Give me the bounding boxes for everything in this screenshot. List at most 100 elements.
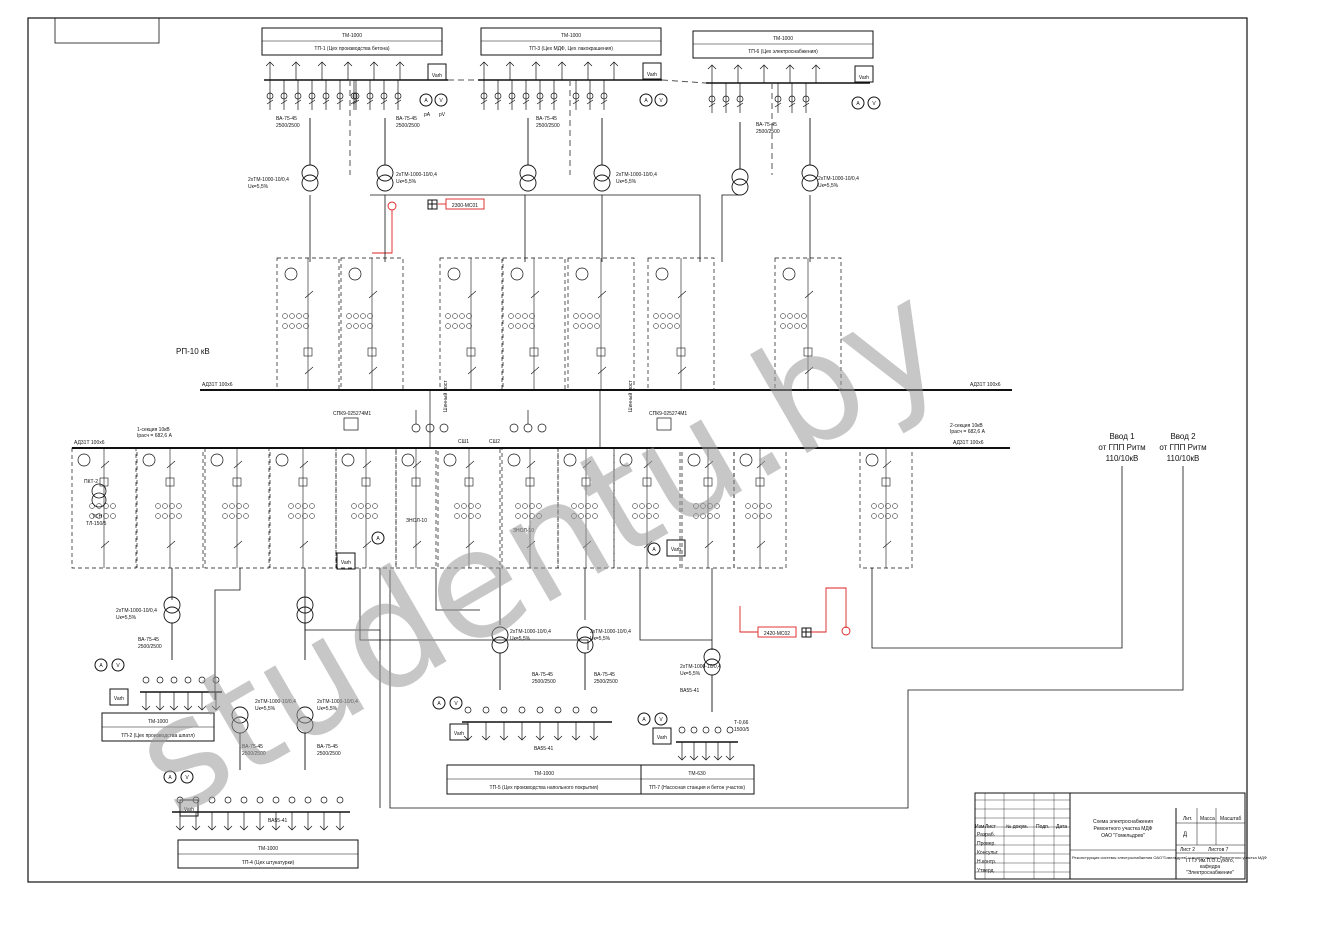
switch-blade xyxy=(308,99,316,105)
bvarh-1: Varh xyxy=(114,696,124,702)
ct-symbol xyxy=(459,323,465,329)
ct-symbol xyxy=(475,513,481,519)
feeder-arrow xyxy=(303,825,313,831)
substation-label-tp3: ТМ-1000 ТП-3 (Цех МДФ, Цех лакокрашения) xyxy=(480,27,662,56)
disconnector-blade xyxy=(304,290,314,299)
switch-contact xyxy=(366,92,374,100)
tp3-type: ТМ-1000 xyxy=(561,33,581,39)
transformer-label: 2хТМ-1000-10/0,4 xyxy=(248,177,289,183)
ct-symbol xyxy=(653,503,659,509)
ct-symbol xyxy=(587,313,593,319)
ct-symbol xyxy=(878,503,884,509)
disconnector-blade xyxy=(597,366,607,375)
feeder-arrow xyxy=(175,825,185,831)
ct-symbol xyxy=(667,323,673,329)
red-tag-bottom: 2420-МС02 xyxy=(739,587,851,638)
ct-symbol xyxy=(759,513,765,519)
switch-contact xyxy=(708,95,716,103)
vv-breaker xyxy=(803,347,813,357)
znol-label-2: ЗНОЛ-10 xyxy=(513,528,534,534)
transformer-winding xyxy=(301,174,319,192)
tp1-name: ТП-1 (Цех производства бетона) xyxy=(314,46,389,52)
switch-contact xyxy=(256,796,264,804)
disconnector-blade xyxy=(362,460,372,469)
ct-symbol xyxy=(536,513,542,519)
ct-symbol xyxy=(309,503,315,509)
middle-equipment xyxy=(343,390,672,448)
ct-symbol xyxy=(759,503,765,509)
switch-contact xyxy=(156,676,164,684)
ctp-label-2: СПК9-025274М1 xyxy=(649,411,687,417)
b-breaker-rating-1: 2500/2500 xyxy=(138,644,162,650)
feeder-arrow xyxy=(517,735,527,741)
b-transformer-label-4: 2хТМ-1000-10/0,4 xyxy=(255,699,296,705)
title-block: Изм. Лист № докум. Подп. Дата Разраб. Пр… xyxy=(974,792,1267,880)
disconnector-blade xyxy=(368,366,378,375)
switch-blade xyxy=(508,99,516,105)
tp5-name: ТП-5 (Цех производства напольного покрыт… xyxy=(490,785,599,791)
ct-symbol xyxy=(289,313,295,319)
ct-symbol xyxy=(674,323,680,329)
ct-symbol xyxy=(515,323,521,329)
tb-sheet: Лист 2 xyxy=(1180,847,1195,853)
switch-contact xyxy=(294,92,302,100)
feeder-arrow xyxy=(733,64,743,70)
vv-breaker xyxy=(303,347,313,357)
breaker-rating-3: 2500/2500 xyxy=(536,123,560,129)
disconnector-blade xyxy=(465,460,475,469)
ct-symbol xyxy=(282,313,288,319)
switch-contact xyxy=(224,796,232,804)
ct-symbol xyxy=(578,513,584,519)
ct-symbol xyxy=(646,503,652,509)
switch-contact xyxy=(208,796,216,804)
bottom-transformer-labels: 2хТМ-1000-10/0,4 Uк=5,5% ВА-75-45 2500/2… xyxy=(116,608,750,824)
feeder-arrow xyxy=(499,735,509,741)
bottom-feeders xyxy=(141,676,735,831)
disconnector-blade xyxy=(299,540,309,549)
bvarh-5: Varh xyxy=(341,560,351,566)
ct-symbol xyxy=(229,503,235,509)
ct-symbol xyxy=(303,323,309,329)
switch-contact xyxy=(352,92,360,100)
vv-breaker xyxy=(298,477,308,487)
ct-symbol xyxy=(892,503,898,509)
rp-cell-lower xyxy=(395,447,437,569)
ct-symbol xyxy=(302,513,308,519)
feeder-arrow xyxy=(531,61,541,67)
transformer-uk: Uк=5,5% xyxy=(248,184,269,190)
tp7-name: ТП-7 (Насосная станция и бетон участок) xyxy=(649,785,745,791)
disconnector-blade xyxy=(304,366,314,375)
ct-symbol xyxy=(360,313,366,319)
disconnector-blade xyxy=(465,540,475,549)
switch-contact xyxy=(508,92,516,100)
switch-contact xyxy=(788,95,796,103)
b-bus-breaker: ВА55-41 xyxy=(680,688,700,694)
ct-symbol xyxy=(515,513,521,519)
ct-symbol xyxy=(162,503,168,509)
switch-contact xyxy=(518,706,526,714)
ct-symbol xyxy=(454,503,460,509)
vv-breaker xyxy=(525,477,535,487)
sh1-label: СШ1 xyxy=(458,439,469,445)
bmeter-amp-5: A xyxy=(376,536,380,542)
rp-cell-number-circle xyxy=(655,267,669,281)
vv-breaker xyxy=(596,347,606,357)
tb-org2: кафедра xyxy=(1200,864,1221,870)
transformer-winding xyxy=(593,174,611,192)
vv-breaker xyxy=(367,347,377,357)
ct-symbol xyxy=(302,503,308,509)
ct-symbol xyxy=(639,513,645,519)
switch-contact xyxy=(678,726,686,734)
disconnector-blade xyxy=(166,540,176,549)
switch-contact xyxy=(198,676,206,684)
top-cable-runs xyxy=(309,194,811,262)
ct-symbol xyxy=(346,323,352,329)
ct-symbol xyxy=(295,503,301,509)
section2-load: Iрасч = 682,6 А xyxy=(950,429,986,435)
vv-breaker xyxy=(466,347,476,357)
switch-blade xyxy=(494,99,502,105)
transformer-winding xyxy=(801,174,819,192)
disconnector-blade xyxy=(233,540,243,549)
bottom-transformers xyxy=(163,596,721,770)
feeder-arrow xyxy=(211,705,221,711)
